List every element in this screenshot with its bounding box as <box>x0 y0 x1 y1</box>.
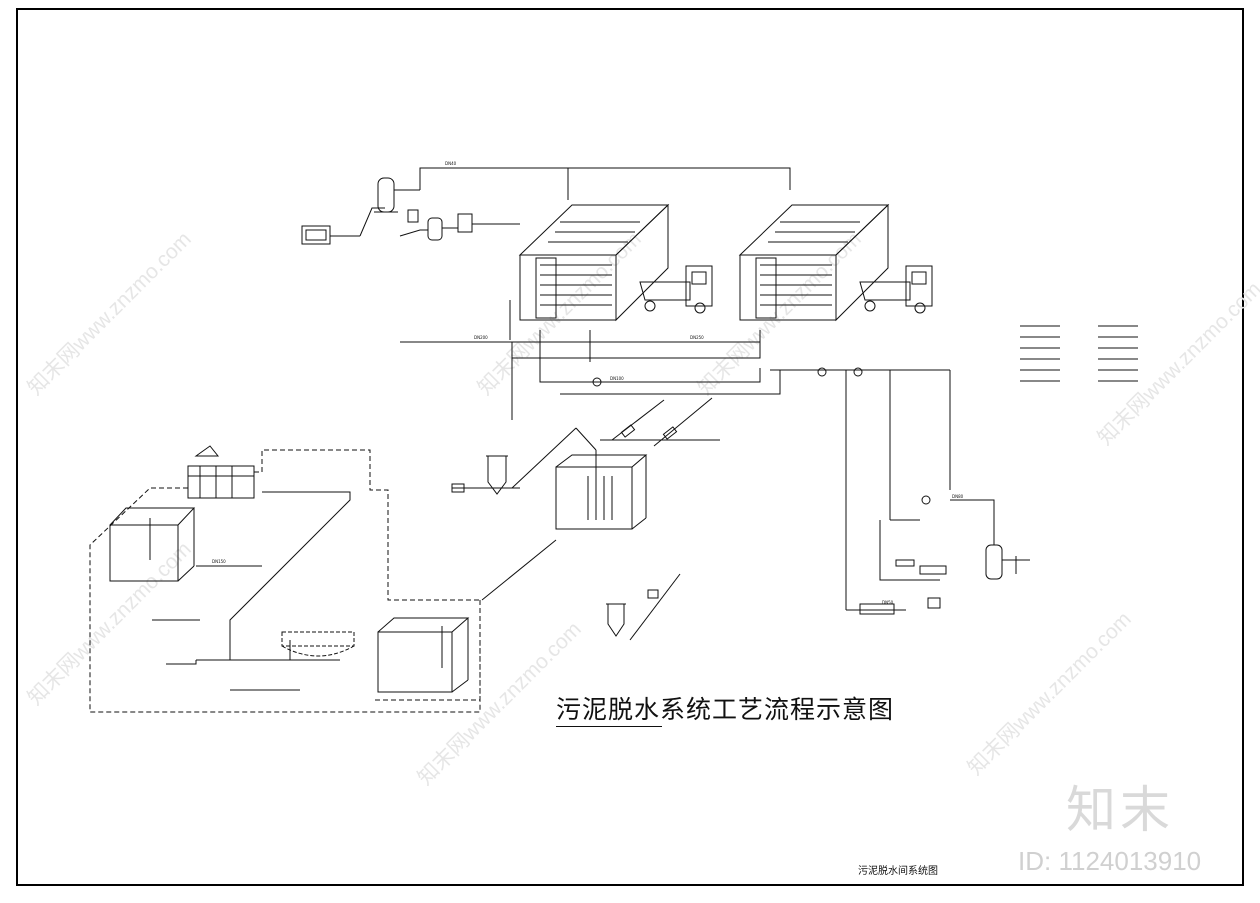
dosing-branches <box>600 397 720 447</box>
air-header-pipe: DN40 <box>419 161 791 200</box>
dump-truck-2 <box>859 265 933 314</box>
brand-logo: 知末 <box>1066 781 1174 839</box>
return-pipe: DN150 <box>152 491 557 691</box>
left-storage-tank-2 <box>377 617 470 693</box>
title-underline <box>556 726 662 727</box>
svg-text:DN50: DN50 <box>882 600 894 605</box>
brand-id: ID: 1124013910 <box>1018 846 1202 876</box>
drum-thickener <box>187 445 255 499</box>
dump-truck-1 <box>639 265 713 314</box>
diagram-title: 污泥脱水系统工艺流程示意图 <box>556 695 895 724</box>
pipe-label: DN40 <box>445 161 457 166</box>
air-compressor <box>301 207 385 245</box>
settling-basin <box>281 631 355 657</box>
pipe-legend <box>1020 325 1138 382</box>
drawing-frame <box>16 8 1244 886</box>
air-receiver-tank <box>374 177 420 213</box>
svg-text:DN100: DN100 <box>610 376 624 381</box>
dashed-return-line <box>89 449 481 713</box>
sludge-feed-manifold: DN250 DN200 DN100 <box>400 330 951 610</box>
filter-press-1 <box>509 203 670 340</box>
dryer-unit <box>399 209 520 241</box>
svg-text:DN150: DN150 <box>212 559 226 564</box>
svg-text:DN200: DN200 <box>474 335 488 340</box>
right-pump-system: DN80 DN50 <box>846 494 1030 615</box>
small-hopper <box>606 573 681 641</box>
drawing-subtitle: 污泥脱水间系统图 <box>858 866 938 877</box>
filter-press-2 <box>738 203 890 322</box>
sludge-storage-tank <box>555 450 648 530</box>
svg-text:DN250: DN250 <box>690 335 704 340</box>
lime-silo <box>451 427 597 495</box>
left-storage-tank-1 <box>109 507 196 582</box>
svg-text:DN80: DN80 <box>952 494 964 499</box>
